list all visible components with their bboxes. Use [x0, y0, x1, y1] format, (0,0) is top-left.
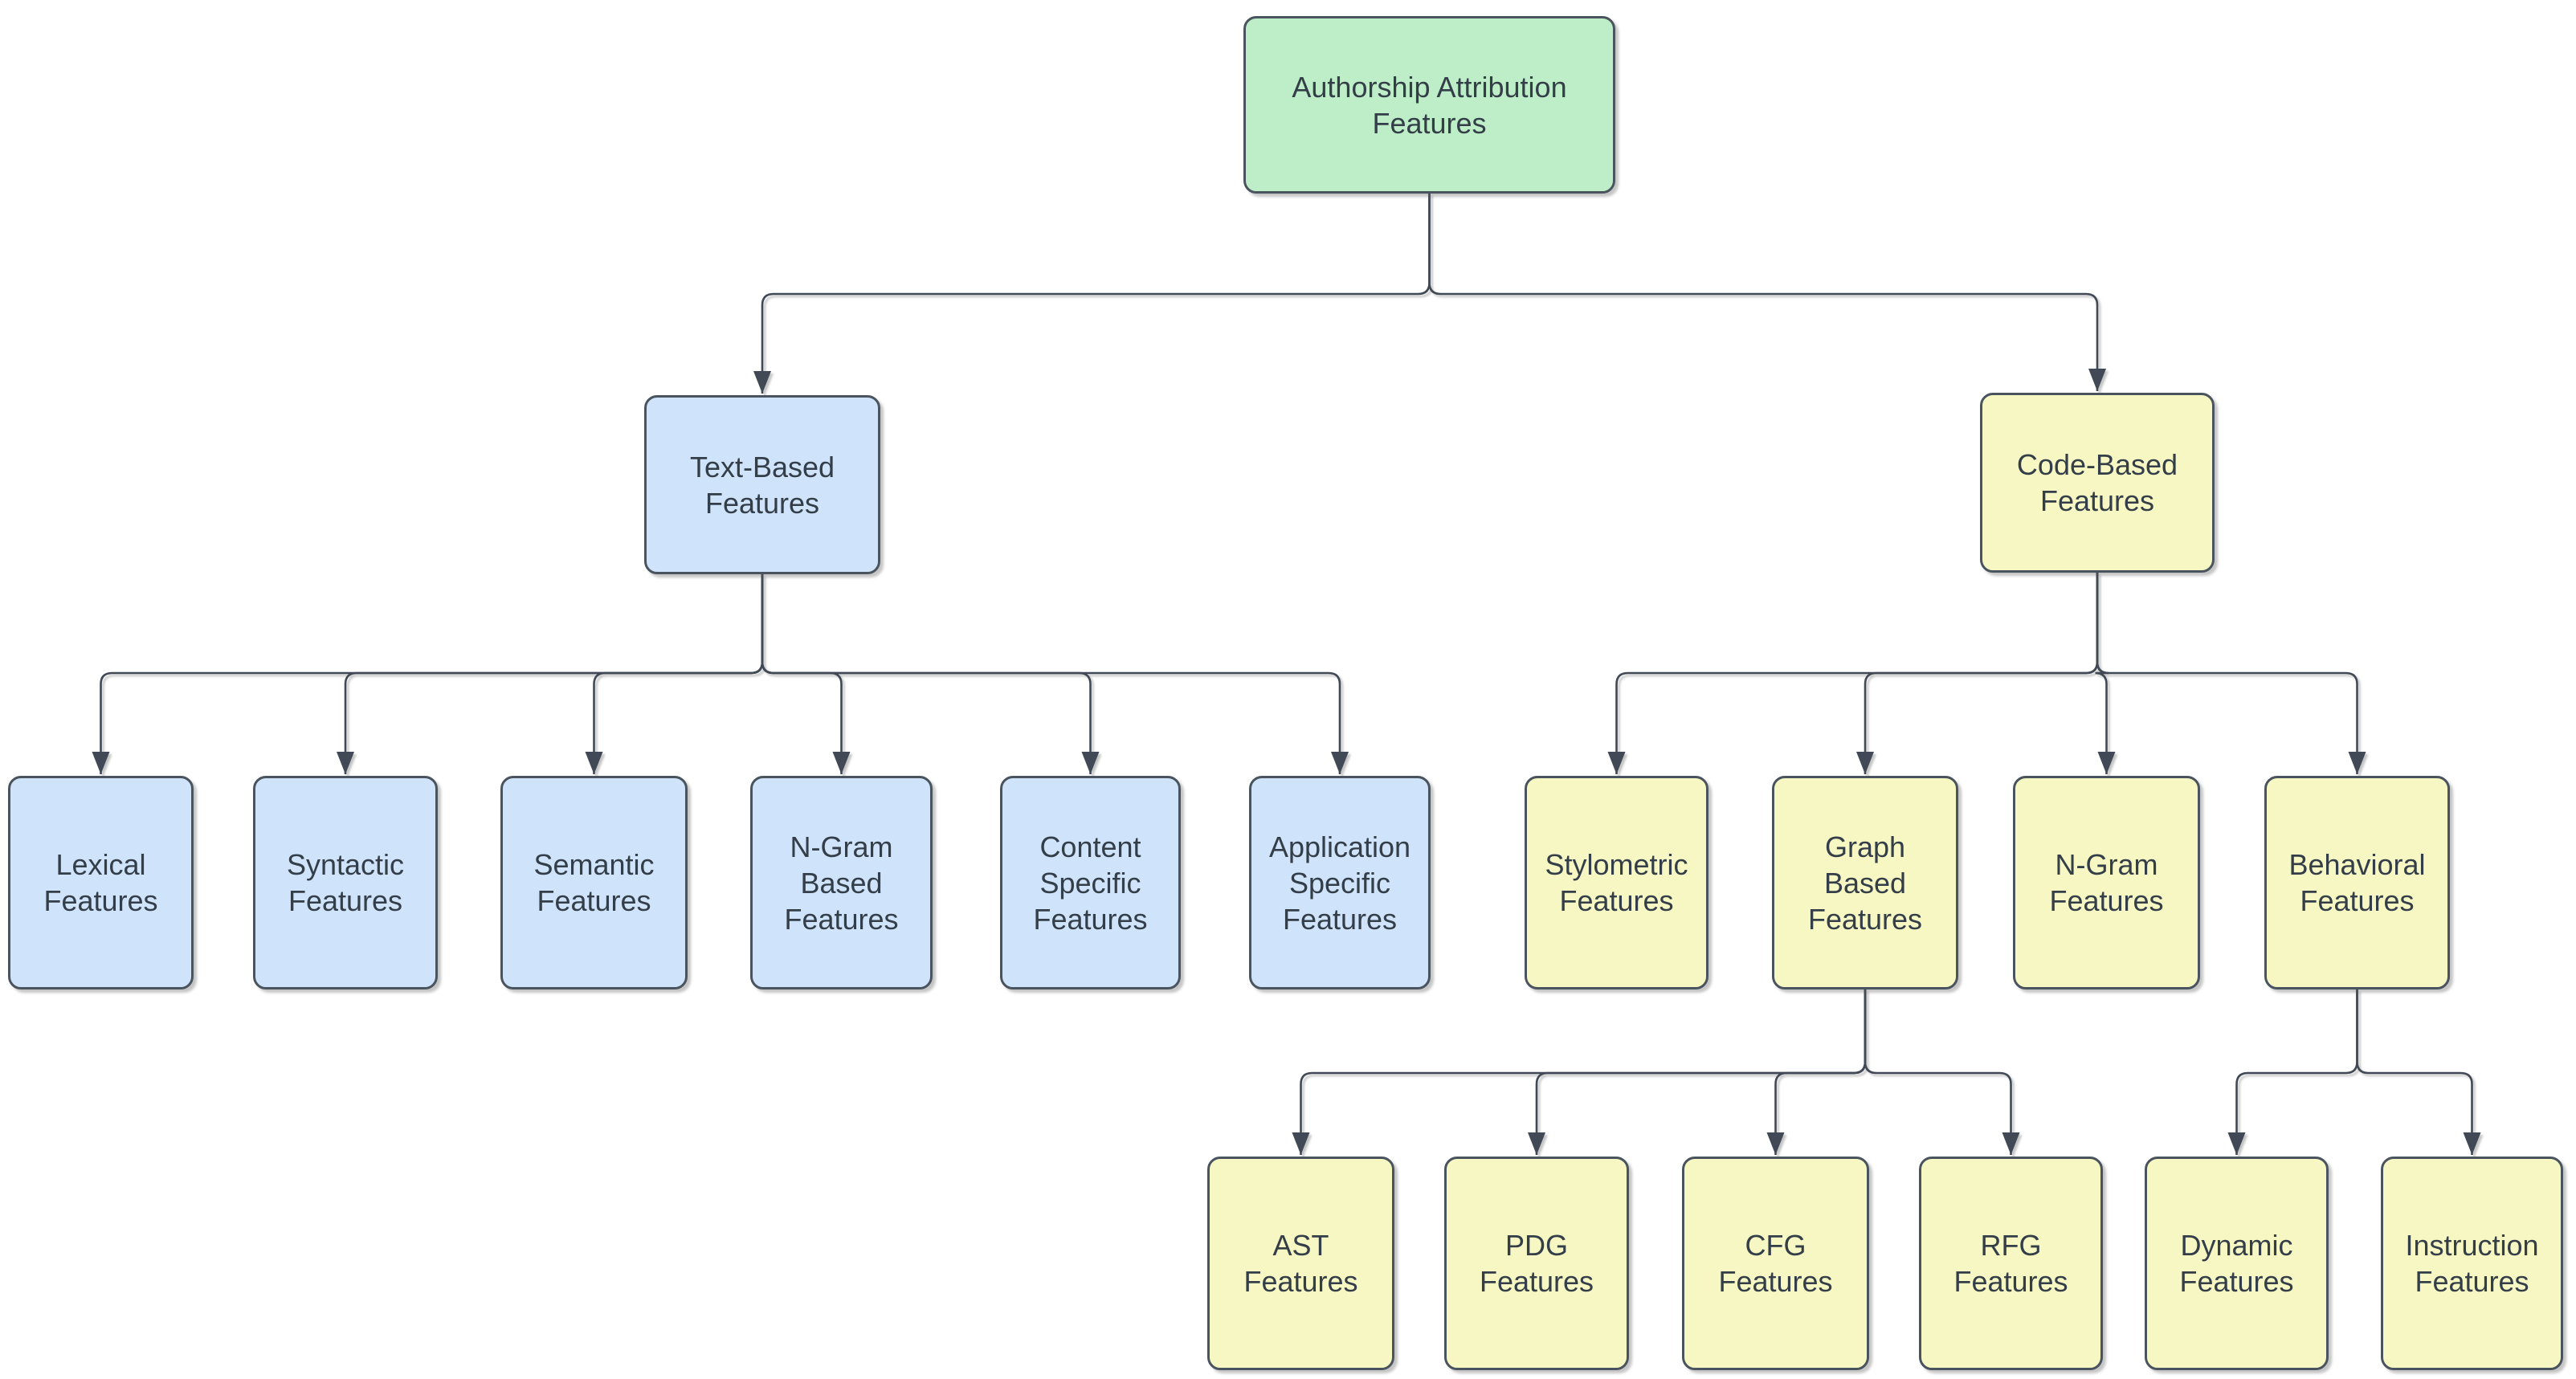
node-ngram-code: N-Gram Features — [2013, 776, 2200, 989]
node-instruction: Instruction Features — [2381, 1157, 2563, 1370]
edge-code-based-to-behavioral — [2096, 573, 2366, 774]
edge-graph-based-to-cfg — [1766, 989, 1867, 1155]
edge-behavioral-to-dynamic — [2227, 989, 2358, 1155]
edge-code-based-to-ngram-code — [2095, 573, 2116, 774]
edge-graph-based-to-pdg — [1528, 989, 1867, 1155]
node-syntactic: Syntactic Features — [253, 776, 438, 989]
edge-text-based-to-content-specific — [761, 574, 1100, 774]
node-behavioral: Behavioral Features — [2264, 776, 2450, 989]
node-cfg: CFG Features — [1682, 1157, 1869, 1370]
edge-graph-based-to-rfg — [1864, 989, 2020, 1155]
edge-code-based-to-graph-based — [1856, 573, 2099, 774]
edge-code-based-to-stylometric — [1607, 573, 2099, 774]
node-application-specific: Application Specific Features — [1249, 776, 1431, 989]
edge-root-to-text-based — [753, 194, 1431, 394]
edge-behavioral-to-instruction — [2356, 989, 2481, 1155]
node-semantic: Semantic Features — [500, 776, 688, 989]
node-content-specific: Content Specific Features — [1000, 776, 1181, 989]
node-lexical: Lexical Features — [8, 776, 194, 989]
node-dynamic: Dynamic Features — [2145, 1157, 2329, 1370]
edge-text-based-to-semantic — [585, 574, 764, 774]
node-root: Authorship Attribution Features — [1243, 16, 1615, 194]
node-text-based: Text-Based Features — [644, 395, 880, 574]
node-code-based: Code-Based Features — [1980, 393, 2215, 573]
edge-graph-based-to-ast — [1292, 989, 1867, 1155]
edge-text-based-to-syntactic — [337, 574, 764, 774]
node-pdg: PDG Features — [1444, 1157, 1629, 1370]
edge-text-based-to-lexical — [92, 574, 764, 774]
edge-text-based-to-application-specific — [761, 574, 1349, 774]
node-stylometric: Stylometric Features — [1525, 776, 1708, 989]
node-ngram-based: N-Gram Based Features — [750, 776, 933, 989]
edge-text-based-to-ngram-based — [761, 574, 851, 774]
node-graph-based: Graph Based Features — [1772, 776, 1958, 989]
node-ast: AST Features — [1207, 1157, 1394, 1370]
edge-root-to-code-based — [1428, 194, 2106, 391]
node-rfg: RFG Features — [1919, 1157, 2103, 1370]
